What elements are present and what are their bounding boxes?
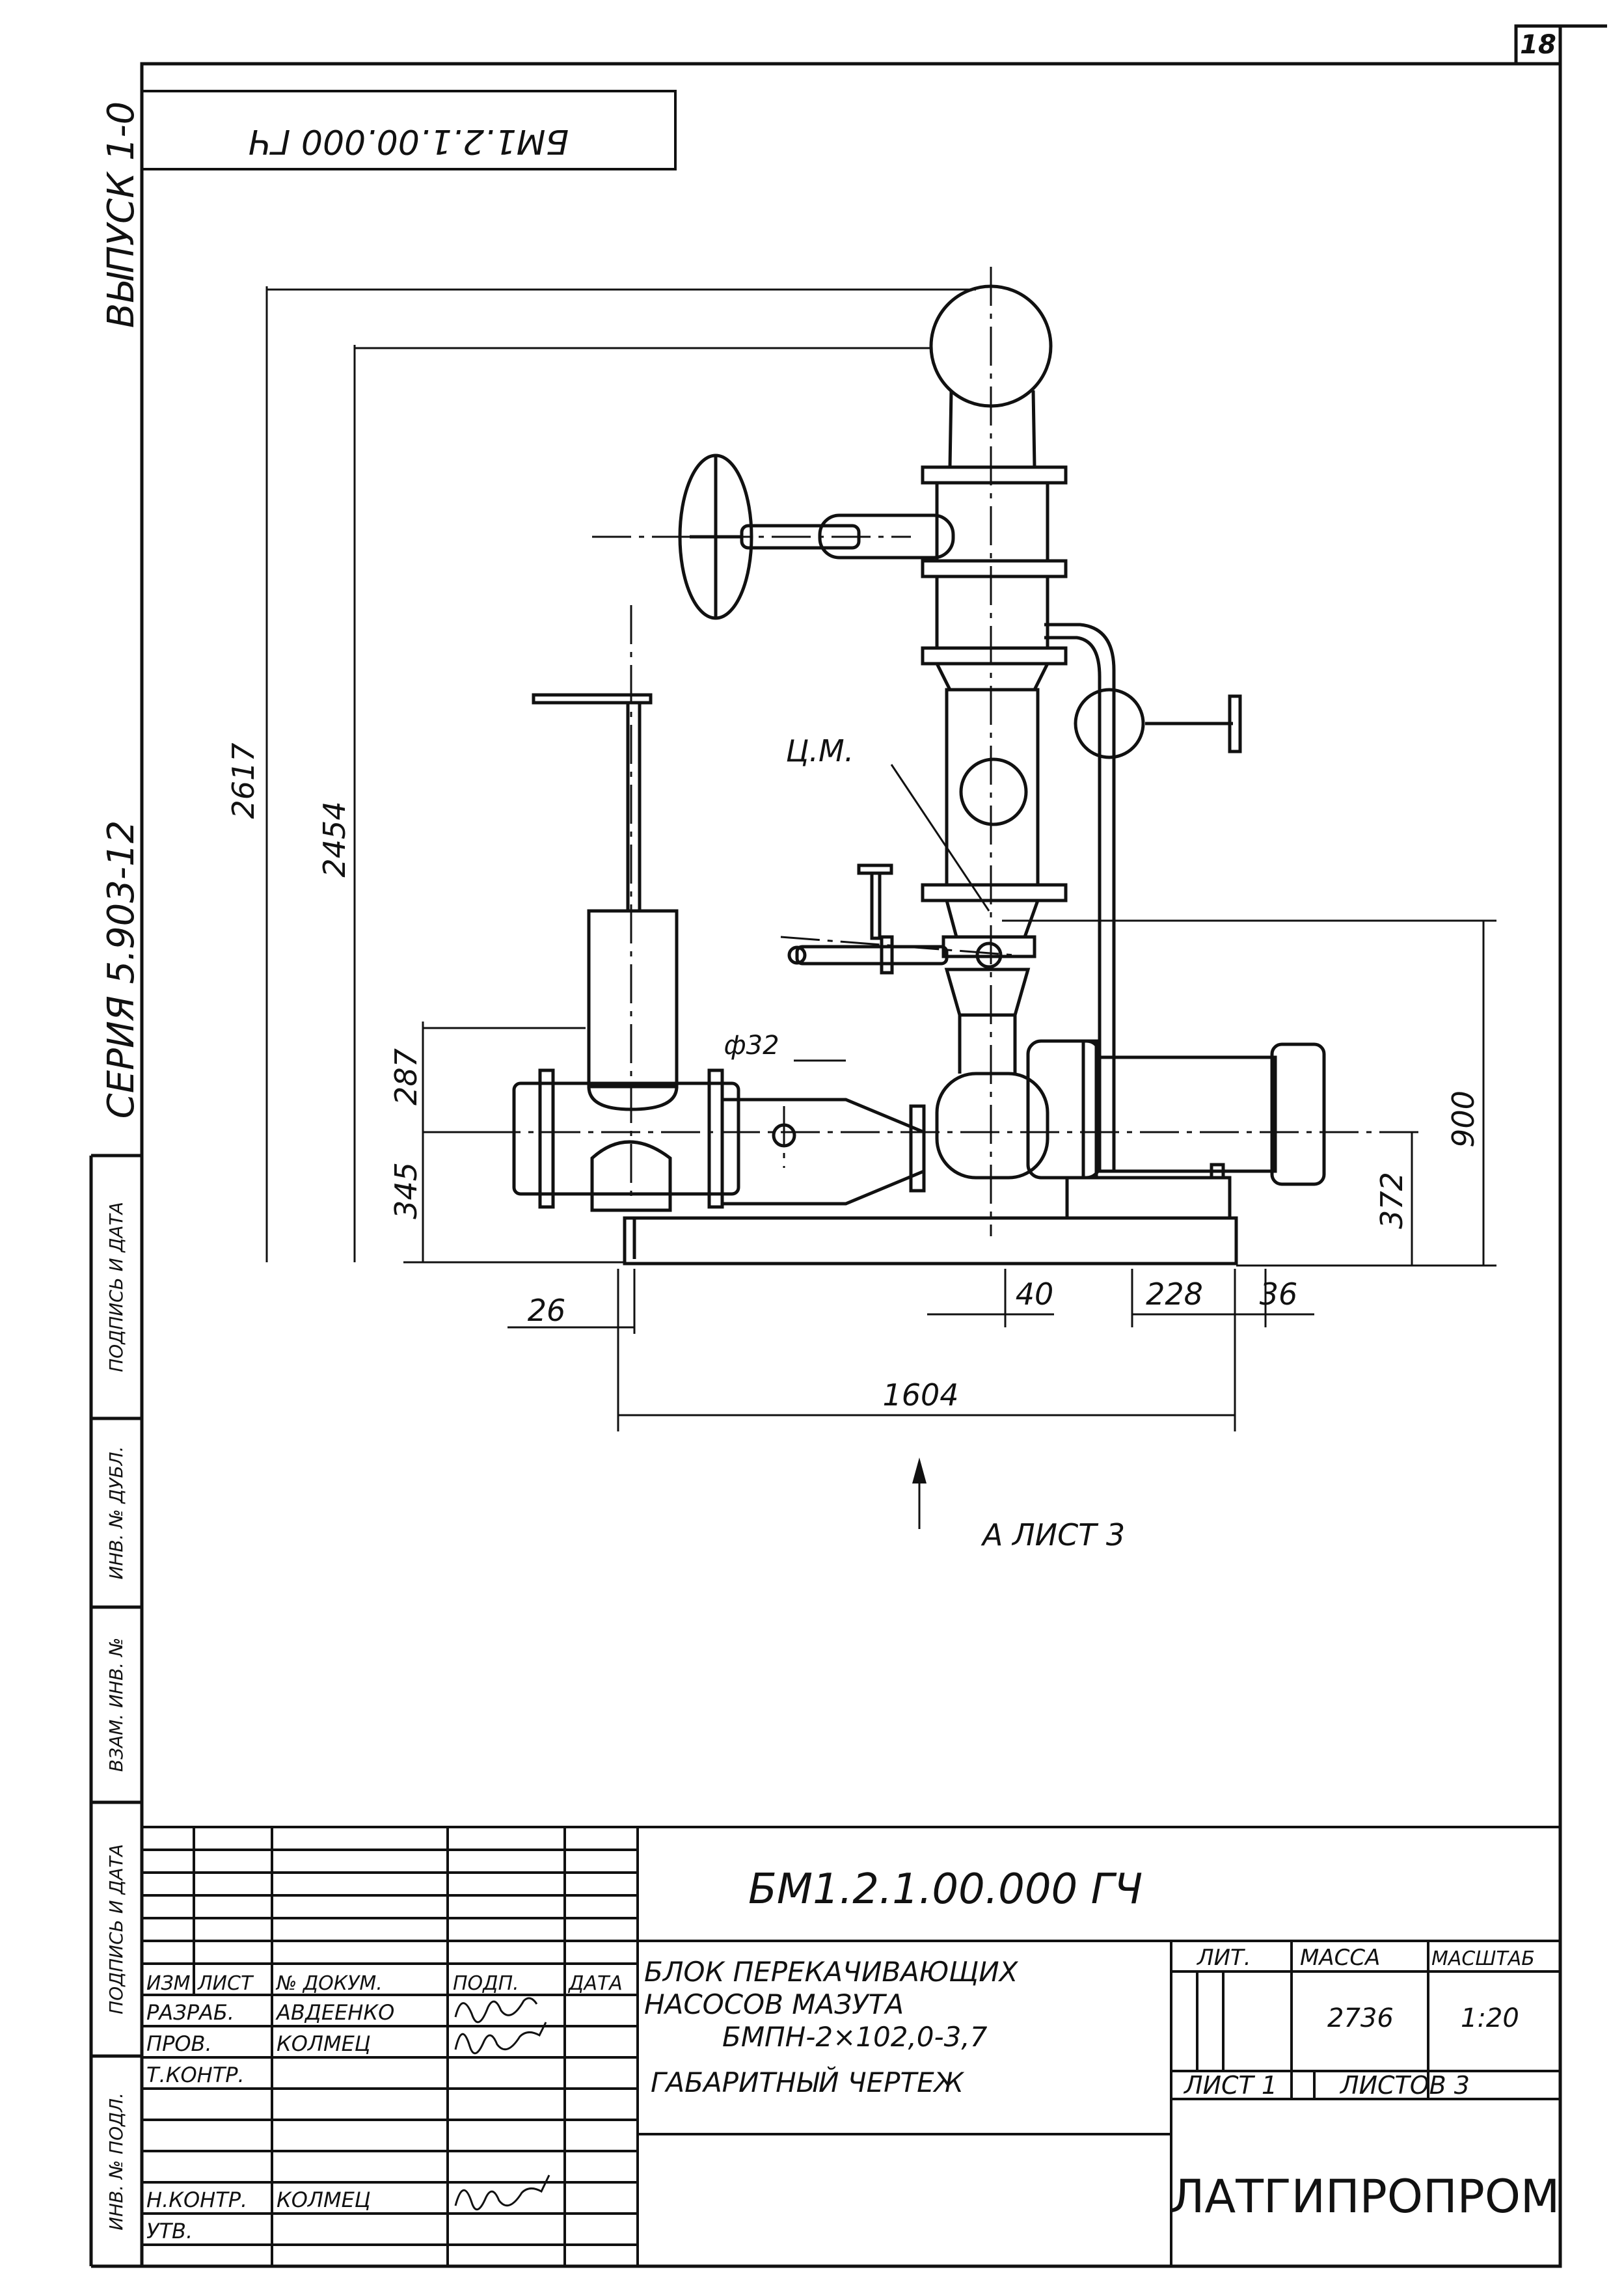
cg-label: Ц.М. xyxy=(786,733,854,768)
organization: ЛАТГИПРОПРОМ xyxy=(1171,2170,1560,2223)
series-label: СЕРИЯ 5.903-12 xyxy=(100,820,142,1119)
lower-valve xyxy=(787,863,1003,975)
margin-cells: ПОДПИСЬ И ДАТА ИНВ. № ДУБЛ. ВЗАМ. ИНВ. №… xyxy=(105,1202,127,2230)
reducer xyxy=(720,1098,926,1206)
signature-norm-control xyxy=(454,2174,550,2211)
role-norm-control: Н.КОНТР. xyxy=(146,2187,247,2212)
header-sign: ПОДП. xyxy=(453,1972,519,1995)
margin-cell-dupl: ИНВ. № ДУБЛ. xyxy=(105,1446,127,1579)
title-block-grid xyxy=(142,1826,1560,2266)
dim-diameter: ф32 xyxy=(724,1031,779,1061)
bypass-pipe xyxy=(1044,623,1242,1171)
role-developer: РАЗРАБ. xyxy=(146,2000,234,2025)
name-norm-control: КОЛМЕЦ xyxy=(277,2187,371,2212)
margin-cell-sign-date-2: ПОДПИСЬ И ДАТА xyxy=(105,1844,127,2014)
dim-345: 345 xyxy=(388,1162,424,1219)
title-roles: РАЗРАБ. АВДЕЕНКО ПРОВ. КОЛМЕЦ Т.КОНТР. Н… xyxy=(146,2000,394,2243)
dim-2617: 2617 xyxy=(226,742,261,819)
dim-36: 36 xyxy=(1260,1277,1298,1312)
sheets-label: ЛИСТОВ 3 xyxy=(1339,2071,1470,2100)
role-approved: УТВ. xyxy=(146,2219,193,2243)
column xyxy=(921,284,1068,958)
dimension-labels: 2617 2454 287 345 900 372 26 40 228 36 1… xyxy=(226,733,1481,1413)
margin-cell-sign-date: ПОДПИСЬ И ДАТА xyxy=(105,1202,127,1372)
dim-372: 372 xyxy=(1374,1172,1409,1229)
title-meta: ЛИТ. МАССА МАСШТАБ 2736 1:20 ЛИСТ 1 ЛИСТ… xyxy=(1183,1945,1535,2100)
signatures xyxy=(454,1997,550,2211)
mass-label: МАССА xyxy=(1300,1945,1380,1971)
equipment-drawing xyxy=(512,284,1326,1266)
doc-code: БМ1.2.1.00.000 ГЧ xyxy=(748,1865,1143,1914)
signature-checker xyxy=(454,2022,547,2055)
role-tech-control: Т.КОНТР. xyxy=(146,2063,245,2087)
header-list: ЛИСТ xyxy=(197,1972,254,1995)
centerlines xyxy=(481,267,1418,1236)
name-checker: КОЛМЕЦ xyxy=(277,2031,371,2056)
scale-value: 1:20 xyxy=(1461,2003,1519,2033)
dimension-lines xyxy=(265,286,1496,1529)
view-label: А ЛИСТ 3 xyxy=(981,1517,1125,1552)
sheet-number: 18 xyxy=(1520,30,1556,60)
sheet-frame xyxy=(89,24,1607,2268)
base-frame xyxy=(623,1176,1238,1266)
mass-value: 2736 xyxy=(1327,2003,1394,2033)
margin-cell-orig: ИНВ. № ПОДЛ. xyxy=(105,2093,127,2230)
stamp-box: БМ1.2.1.00.000 ГЧ xyxy=(141,90,677,170)
dim-40: 40 xyxy=(1016,1277,1054,1312)
name-developer: АВДЕЕНКО xyxy=(275,2000,394,2025)
lit-label: ЛИТ. xyxy=(1196,1945,1251,1971)
header-date: ДАТА xyxy=(567,1972,623,1995)
header-doc: № ДОКУМ. xyxy=(275,1972,383,1995)
scale-label: МАСШТАБ xyxy=(1431,1947,1535,1970)
sheet-label: ЛИСТ 1 xyxy=(1183,2071,1277,2100)
gate-valve xyxy=(512,693,740,1212)
dim-900: 900 xyxy=(1446,1090,1481,1148)
dim-1604: 1604 xyxy=(882,1377,958,1413)
issue-label: ВЫПУСК 1-0 xyxy=(100,102,142,329)
margin-cell-replace: ВЗАМ. ИНВ. № xyxy=(105,1638,127,1772)
signature-developer xyxy=(454,1997,538,2024)
dim-26: 26 xyxy=(528,1293,566,1328)
title-line-1: БЛОК ПЕРЕКАЧИВАЮЩИХ xyxy=(644,1956,1019,1988)
dim-228: 228 xyxy=(1146,1277,1203,1312)
role-checker: ПРОВ. xyxy=(146,2031,212,2056)
title-line-3: БМПН-2×102,0-3,7 xyxy=(722,2021,988,2053)
header-izm: ИЗМ xyxy=(146,1972,191,1995)
title-line-2: НАСОСОВ МАЗУТА xyxy=(644,1988,904,2020)
view-arrow-head xyxy=(912,1457,927,1483)
dim-2454: 2454 xyxy=(317,801,352,877)
title-headers: ИЗМ ЛИСТ № ДОКУМ. ПОДП. ДАТА xyxy=(146,1972,623,1995)
pump xyxy=(935,968,1049,1180)
stamp-code: БМ1.2.1.00.000 ГЧ xyxy=(249,122,569,161)
dim-287: 287 xyxy=(388,1048,424,1105)
motor xyxy=(1026,1039,1326,1186)
title-subtitle: ГАБАРИТНЫЙ ЧЕРТЕЖ xyxy=(651,2066,965,2098)
title-text: БЛОК ПЕРЕКАЧИВАЮЩИХ НАСОСОВ МАЗУТА БМПН-… xyxy=(644,1956,1019,2098)
